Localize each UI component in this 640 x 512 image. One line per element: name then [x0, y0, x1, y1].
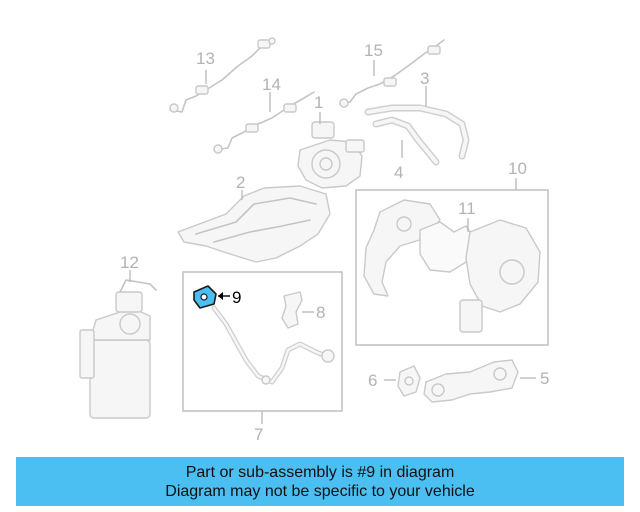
part-15-sensor-wire[interactable]: 15: [339, 39, 445, 108]
callout-13: 13: [196, 49, 215, 68]
group-box-10: [355, 189, 549, 346]
part-7-pipe[interactable]: [211, 305, 335, 385]
callout-14: 14: [262, 75, 281, 94]
callout-2: 2: [236, 173, 245, 192]
part-12-canister[interactable]: 12: [79, 253, 157, 419]
callout-10: 10: [508, 159, 527, 178]
part-4-hose[interactable]: 4: [372, 116, 440, 182]
part-9-gasket-highlighted[interactable]: 9: [193, 285, 241, 309]
part-2-heat-shield[interactable]: 2: [177, 173, 331, 263]
callout-12: 12: [120, 253, 139, 272]
callout-6: 6: [368, 371, 377, 390]
callout-5: 5: [540, 369, 549, 388]
part-14-sensor-wire[interactable]: 14: [213, 75, 315, 154]
part-1-pump[interactable]: 1: [297, 93, 365, 189]
part-5-outlet[interactable]: 5: [423, 359, 549, 403]
part-10-housing-assembly[interactable]: [363, 199, 541, 333]
parts-diagram: 13 14 15 1 3 4: [79, 37, 549, 444]
callout-11: 11: [458, 199, 476, 218]
part-8-bracket[interactable]: 8: [281, 291, 325, 329]
callout-8: 8: [316, 303, 325, 322]
banner-line-1: Part or sub-assembly is #9 in diagram: [185, 463, 455, 481]
part-3-hose[interactable]: 3: [364, 69, 470, 160]
callout-4: 4: [394, 163, 403, 182]
part-13-sensor-wire[interactable]: 13: [169, 37, 276, 113]
banner-line-2: Diagram may not be specific to your vehi…: [165, 482, 475, 500]
callout-15: 15: [364, 41, 383, 60]
callout-3: 3: [420, 69, 429, 88]
info-banner: Part or sub-assembly is #9 in diagram Di…: [16, 457, 624, 506]
callout-9: 9: [232, 288, 241, 307]
callout-7: 7: [254, 425, 263, 444]
callout-1: 1: [314, 93, 323, 112]
part-6-gasket[interactable]: 6: [368, 365, 421, 397]
